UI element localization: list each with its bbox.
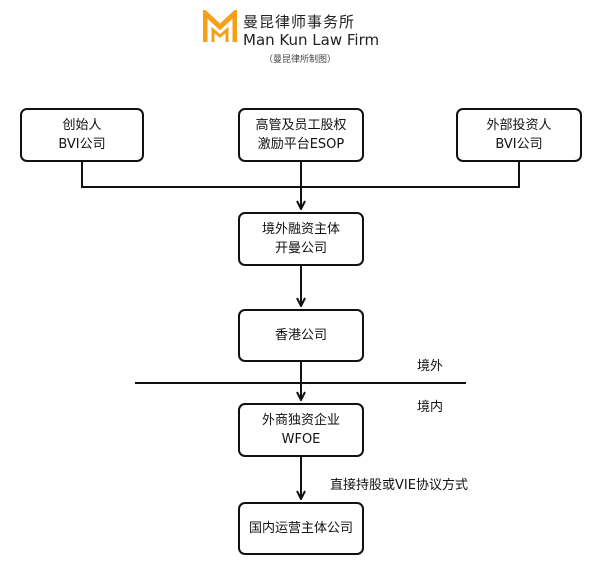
onshore-side-label: 境内: [417, 400, 444, 415]
node-esop-platform: 高管及员工股权 激励平台ESOP: [238, 108, 364, 162]
law-firm-name-cn: 曼昆律师事务所: [243, 13, 356, 31]
node-esop-line2: 激励平台ESOP: [257, 137, 345, 152]
node-esop-line1: 高管及员工股权: [255, 118, 347, 133]
node-founder-line2: BVI公司: [58, 137, 106, 152]
node-founder-line1: 创始人: [62, 118, 102, 133]
node-wfoe-line1: 外商独资企业: [261, 413, 340, 428]
node-offshore-line1: 境外融资主体: [261, 222, 340, 237]
node-hk-line1: 香港公司: [274, 328, 327, 343]
node-offshore-cayman: 境外融资主体 开曼公司: [238, 212, 364, 266]
node-wfoe-line2: WFOE: [281, 432, 321, 447]
node-investor-bvi: 外部投资人 BVI公司: [456, 108, 582, 162]
node-domestic-line1: 国内运营主体公司: [248, 521, 353, 536]
node-founder-bvi: 创始人 BVI公司: [20, 108, 144, 162]
figure-credit: （曼昆律所制图）: [263, 55, 336, 65]
node-wfoe: 外商独资企业 WFOE: [238, 403, 364, 457]
law-firm-logo-mark-icon: [203, 10, 237, 42]
node-investor-line1: 外部投资人: [486, 118, 552, 133]
offshore-side-label: 境外: [417, 359, 444, 374]
node-offshore-line2: 开曼公司: [274, 241, 327, 256]
law-firm-name-en: Man Kun Law Firm: [243, 31, 380, 49]
node-investor-line2: BVI公司: [495, 137, 543, 152]
law-firm-logo: 曼昆律师事务所 Man Kun Law Firm: [203, 8, 393, 52]
node-domestic-operating: 国内运营主体公司: [238, 502, 364, 555]
node-hk-company: 香港公司: [238, 309, 364, 362]
control-method-label: 直接持股或VIE协议方式: [330, 478, 468, 493]
